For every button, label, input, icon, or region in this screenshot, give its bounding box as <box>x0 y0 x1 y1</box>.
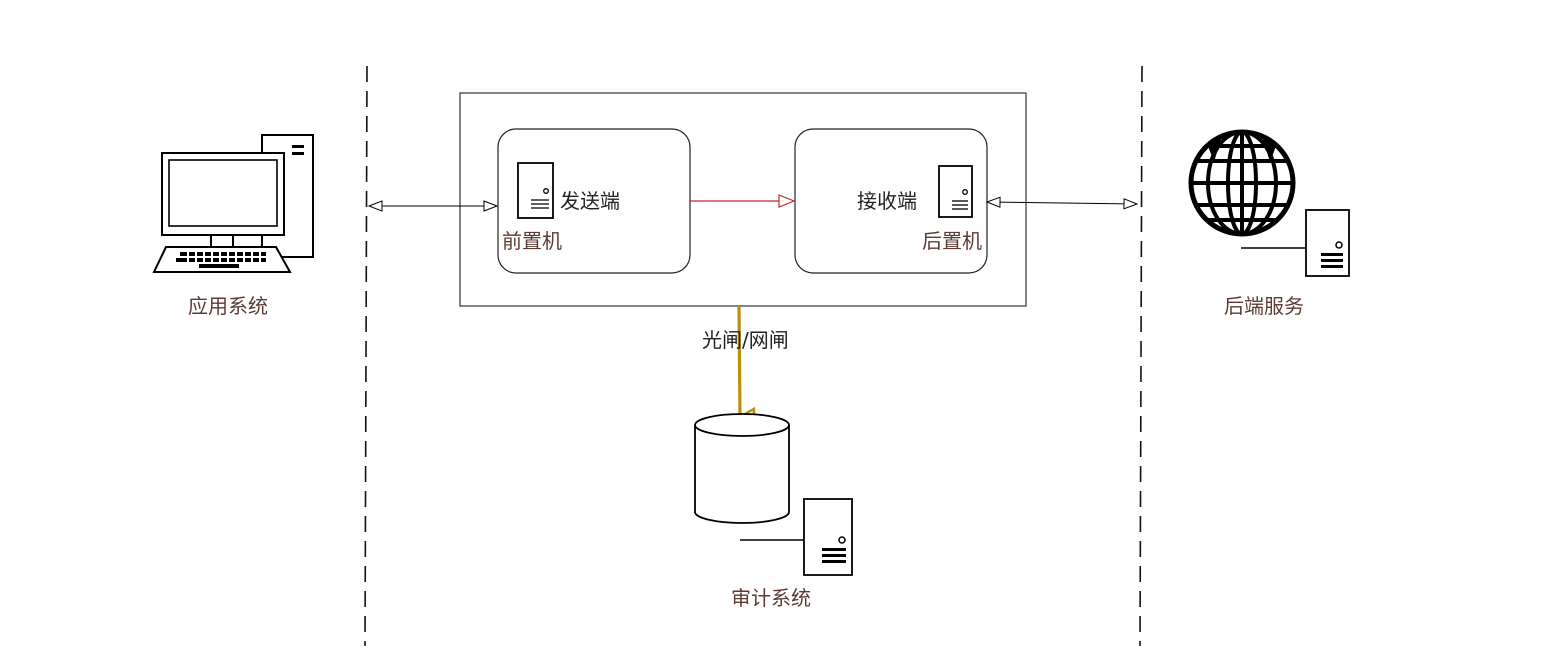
desktop-computer-icon <box>152 134 314 273</box>
back-server-icon <box>938 165 973 218</box>
backend-server-icon <box>1241 209 1350 277</box>
database-icon <box>694 413 790 524</box>
link-back-to-service <box>985 196 1139 210</box>
link-gateway-to-audit <box>737 305 740 417</box>
zone-divider-right <box>1139 65 1143 647</box>
front-machine-label: 前置机 <box>502 229 562 253</box>
globe-icon <box>1188 129 1296 237</box>
zone-divider-left <box>364 65 368 647</box>
gateway-link-label: 光闸/网闸 <box>702 328 789 352</box>
backend-service-label: 后端服务 <box>1224 294 1304 318</box>
audit-server-icon <box>740 498 853 576</box>
audit-system-label: 审计系统 <box>731 586 811 610</box>
back-machine-label: 后置机 <box>922 229 982 253</box>
sender-label: 发送端 <box>560 189 620 213</box>
front-server-icon <box>517 162 554 219</box>
app-system-label: 应用系统 <box>188 294 268 318</box>
receiver-label: 接收端 <box>857 189 917 213</box>
